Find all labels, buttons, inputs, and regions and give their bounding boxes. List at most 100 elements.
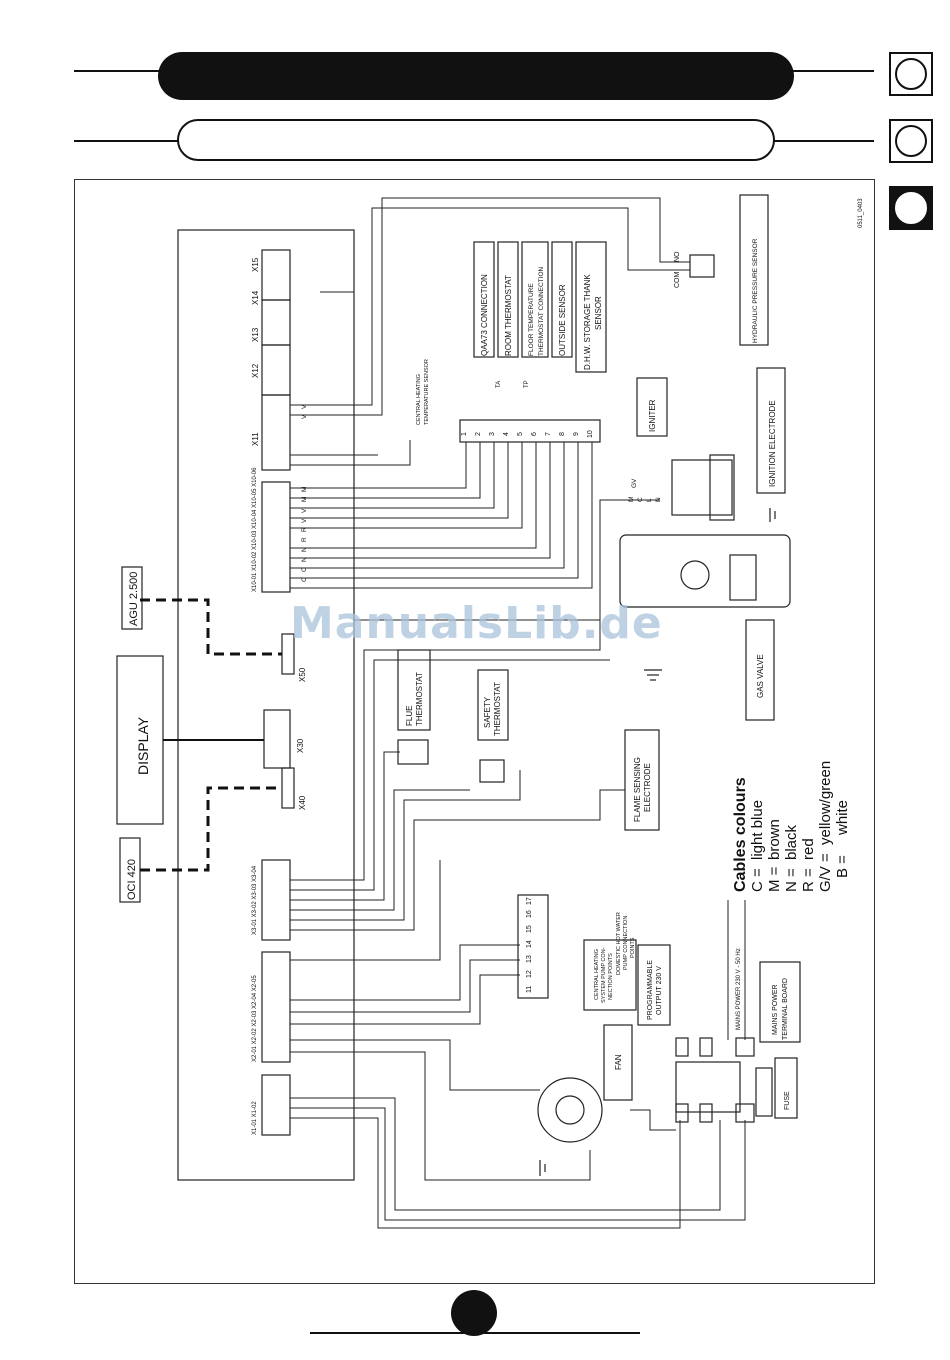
- agu-box: [121, 566, 143, 630]
- legend-code-6: B =: [834, 855, 851, 878]
- fan-label-box: [603, 1024, 633, 1101]
- wire-igniter: [354, 499, 660, 621]
- language-tab-1[interactable]: [889, 52, 933, 96]
- x11-label: X11: [251, 432, 260, 446]
- mains-power-label: MAINS POWER 230 V - 50 Hz: [736, 948, 742, 1030]
- terminal-17: 17: [526, 897, 533, 905]
- language-circle-icon: [895, 125, 927, 157]
- terminal-16: 16: [526, 910, 533, 918]
- legend-name-5: yellow/green: [817, 761, 834, 845]
- floor-label-2: THERMOSTAT CONNECTION: [538, 267, 545, 357]
- no-label: NO: [674, 251, 681, 262]
- svg-text:GV: GV: [631, 478, 638, 488]
- terminal-11: 11: [526, 986, 533, 993]
- svg-text:V: V: [301, 508, 308, 513]
- x40-label: X40: [298, 795, 307, 810]
- gas-valve-label-box: [745, 619, 775, 721]
- qaa-label: QAA73 CONNECTION: [480, 274, 489, 356]
- ch-temp-label-1: CENTRAL HEATING: [416, 374, 422, 425]
- room-label-box: [497, 241, 519, 358]
- wire-flame: [290, 789, 625, 931]
- flue-label-1: FLUE: [405, 706, 414, 726]
- x30-label: X30: [296, 738, 305, 753]
- wire-flue-1: [290, 751, 400, 901]
- floor-label-box: [521, 241, 549, 358]
- sys-pump-label-3: NECTION POINTS: [608, 953, 614, 1000]
- wire-t9: [290, 442, 579, 579]
- dhw-sensor-label-2: SENSOR: [594, 296, 603, 330]
- fuse-label: FUSE: [784, 1091, 791, 1110]
- wire-flue-2: [290, 789, 470, 911]
- watermark: ManualsLib.de: [290, 598, 663, 649]
- legend-name-6: white: [834, 800, 851, 836]
- terminal-4: 4: [503, 432, 510, 436]
- terminal-10: 10: [587, 430, 594, 438]
- cables-colours-legend: Cables colours C = light blue M = brown …: [732, 761, 851, 892]
- wire-safety: [290, 770, 521, 921]
- wire-t10: [290, 442, 593, 589]
- svg-text:C: C: [301, 567, 308, 572]
- gas-valve-body: [619, 534, 791, 608]
- mains-tb-label-1: MAINS POWER: [772, 984, 779, 1035]
- floor-label-1: FLOOR TEMPERATURE: [528, 283, 535, 356]
- svg-text:M: M: [628, 497, 635, 502]
- flame-label-box: [624, 729, 660, 831]
- fan-body: [537, 1077, 603, 1143]
- connector-x1: [261, 1074, 291, 1136]
- terminal-gv-b: [699, 1103, 713, 1123]
- terminal-l: [675, 1037, 689, 1057]
- safety-label-2: THERMOSTAT: [493, 682, 502, 736]
- x13-label: X13: [251, 327, 260, 342]
- terminal-3: 3: [489, 432, 496, 436]
- svg-text:R: R: [301, 527, 308, 532]
- language-tab-3-active[interactable]: [889, 186, 933, 230]
- wire-hydraulic-2: [290, 197, 690, 416]
- prog-label-box: [637, 944, 671, 1026]
- wiring-diagram-frame: [74, 179, 875, 1284]
- wire-t1: [290, 442, 467, 489]
- wire-pump-3: [290, 974, 520, 1025]
- legend-code-5: G/V =: [817, 853, 834, 892]
- wire-pump-2: [290, 959, 520, 1013]
- terminal-c: [735, 1037, 755, 1057]
- wire-mains-1: [290, 1097, 721, 1211]
- legend-code-4: R =: [800, 868, 817, 892]
- gas-valve-knob: [680, 560, 710, 590]
- wire-t3: [290, 442, 495, 509]
- terminal-14: 14: [526, 940, 533, 948]
- prog-label-2: OUTPUT 230 V: [656, 966, 663, 1015]
- terminal-13: 13: [526, 955, 533, 963]
- igniter-body: [671, 459, 733, 516]
- connector-x11: [261, 394, 291, 471]
- board-outline: [177, 229, 355, 1181]
- connector-x3: [261, 859, 291, 941]
- fan-hub: [555, 1095, 585, 1125]
- svg-text:L: L: [646, 498, 653, 502]
- mains-tb-label-box: [759, 961, 801, 1043]
- wire-mains-3: [290, 1117, 681, 1229]
- fuse-holder: [755, 1067, 773, 1117]
- footer-rule: [310, 1332, 640, 1334]
- legend-name-3: black: [783, 824, 800, 860]
- legend-code-2: M =: [766, 866, 783, 892]
- header-rule-left: [74, 70, 160, 72]
- svg-text:R: R: [301, 537, 308, 542]
- room-thermostat-label: ROOM THERMOSTAT: [504, 275, 513, 356]
- wire-fan-1: [290, 1039, 540, 1091]
- wire-t8: [290, 442, 565, 569]
- connector-x15: [261, 249, 291, 301]
- language-tab-2[interactable]: [889, 119, 933, 163]
- mains-tb-label-2: TERMINAL BOARD: [782, 978, 789, 1040]
- language-circle-icon: [895, 58, 927, 90]
- sys-pump-label-1: CENTRAL HEATING: [594, 949, 600, 1000]
- connector-x2: [261, 951, 291, 1063]
- output-terminal-board: [675, 1061, 741, 1113]
- dhw-sensor-label-box: [575, 241, 607, 373]
- svg-text:V: V: [301, 404, 308, 409]
- terminal-15: 15: [526, 925, 533, 933]
- fan-label: FAN: [614, 1054, 623, 1070]
- svg-text:V: V: [301, 518, 308, 523]
- terminal-2: 2: [475, 432, 482, 436]
- x50-label: X50: [298, 667, 307, 682]
- terminal-1: 1: [461, 432, 468, 436]
